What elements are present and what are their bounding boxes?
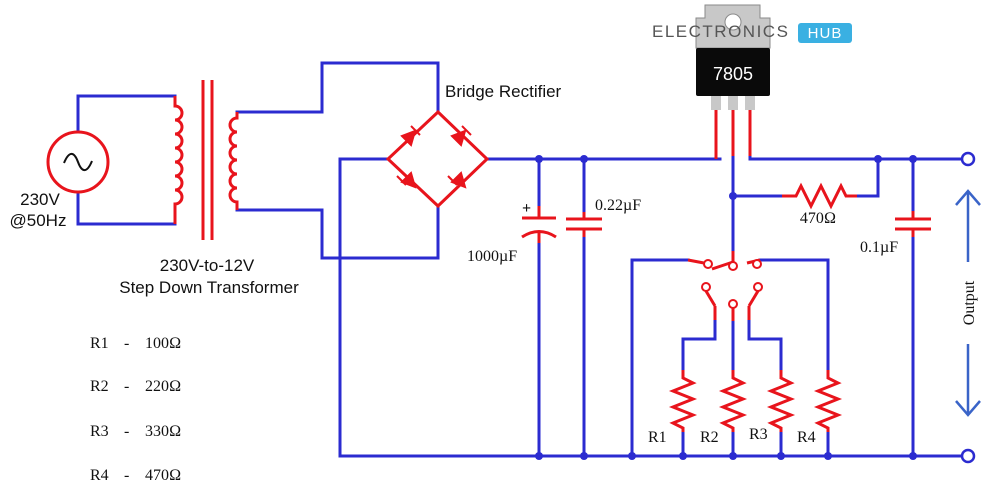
rectifier-label: Bridge Rectifier [445,82,562,101]
labels: ELECTRONICS HUB 230V @50Hz 230V-to-12V S… [10,22,978,484]
junction-dot [729,192,737,200]
junction-dot [824,452,832,460]
resistor-470-top [782,182,857,210]
bridge-rectifier [385,109,490,209]
regulator-7805: 7805 [695,4,771,159]
diode-icon [400,171,417,189]
arrow-up-icon [955,189,981,206]
capacitor-1000uf [521,206,557,243]
brand-name: ELECTRONICS [652,22,789,41]
transformer-type: Step Down Transformer [119,278,299,297]
bridge-diamond [385,109,490,209]
regulator-label: 7805 [713,64,753,84]
switch-contact [701,282,711,292]
legend-sep: - [124,378,129,395]
junction-dot [777,452,785,460]
legend-sep: - [124,467,129,484]
resistor-legend: R1 - 100Ω R2 - 220Ω R3 - 330Ω R4 - 470Ω [90,335,181,484]
switch-contact [752,259,762,269]
legend-sep: - [124,335,129,352]
junction-dot [535,155,543,163]
mounting-hole-icon [724,13,742,31]
resistor-r1-label: R1 [648,429,667,446]
output-terminal-positive [960,151,976,167]
junction-dot [909,155,917,163]
legend-value: 470Ω [145,467,181,484]
junction-dot [535,452,543,460]
legend-value: 100Ω [145,335,181,352]
capacitor-022uf [566,212,602,237]
resistors-bank [668,370,843,432]
legend-value: 220Ω [145,378,181,395]
source-voltage: 230V [20,190,60,209]
resistor-r2 [718,370,748,432]
sine-wave-icon [63,152,93,172]
resistor-r3 [766,370,796,432]
legend-sep: - [124,423,129,440]
diode-icon [450,171,467,189]
junction-dot [729,452,737,460]
legend-name: R1 [90,335,109,352]
resistor-r2-label: R2 [700,429,719,446]
junction-dot [580,155,588,163]
ic-body [696,48,770,96]
brand-badge-text: HUB [808,25,843,42]
transformer [173,80,239,240]
resistor-r4 [813,370,843,432]
switch-contact [703,259,713,269]
switch-contact [753,282,763,292]
output-label: Output [961,280,978,325]
capacitor-01uf [895,211,931,237]
brand-badge [798,23,852,43]
junction-dot [679,452,687,460]
primary-coil [173,96,184,224]
capacitor-022uf-label: 0.22µF [595,197,641,214]
switch-contact [728,261,738,271]
switch-contact [728,299,738,309]
junction-dot [580,452,588,460]
resistor-r1 [668,370,698,432]
legend-name: R2 [90,378,109,395]
rotary-switch [687,251,763,321]
arrow-down-icon [955,400,981,417]
legend-value: 330Ω [145,423,181,440]
resistor-470-label: 470Ω [800,210,836,227]
capacitor-polarity: + [522,200,531,217]
junction-dots [535,155,917,460]
source-frequency: @50Hz [10,211,67,230]
output-indicator [955,189,981,417]
ac-source [46,130,110,194]
diode-icon [450,129,467,147]
legend-name: R4 [90,467,109,484]
diode-icon [400,129,417,147]
transformer-rating: 230V-to-12V [160,256,255,275]
output-terminals [960,151,976,464]
capacitor-1000uf-label: 1000µF [467,248,517,265]
secondary-coil [228,112,239,210]
junction-dot [628,452,636,460]
output-terminal-negative [960,448,976,464]
capacitor-01uf-label: 0.1µF [860,239,898,256]
resistor-r4-label: R4 [797,429,816,446]
junction-dot [874,155,882,163]
legend-name: R3 [90,423,109,440]
junction-dot [909,452,917,460]
resistor-r3-label: R3 [749,426,768,443]
